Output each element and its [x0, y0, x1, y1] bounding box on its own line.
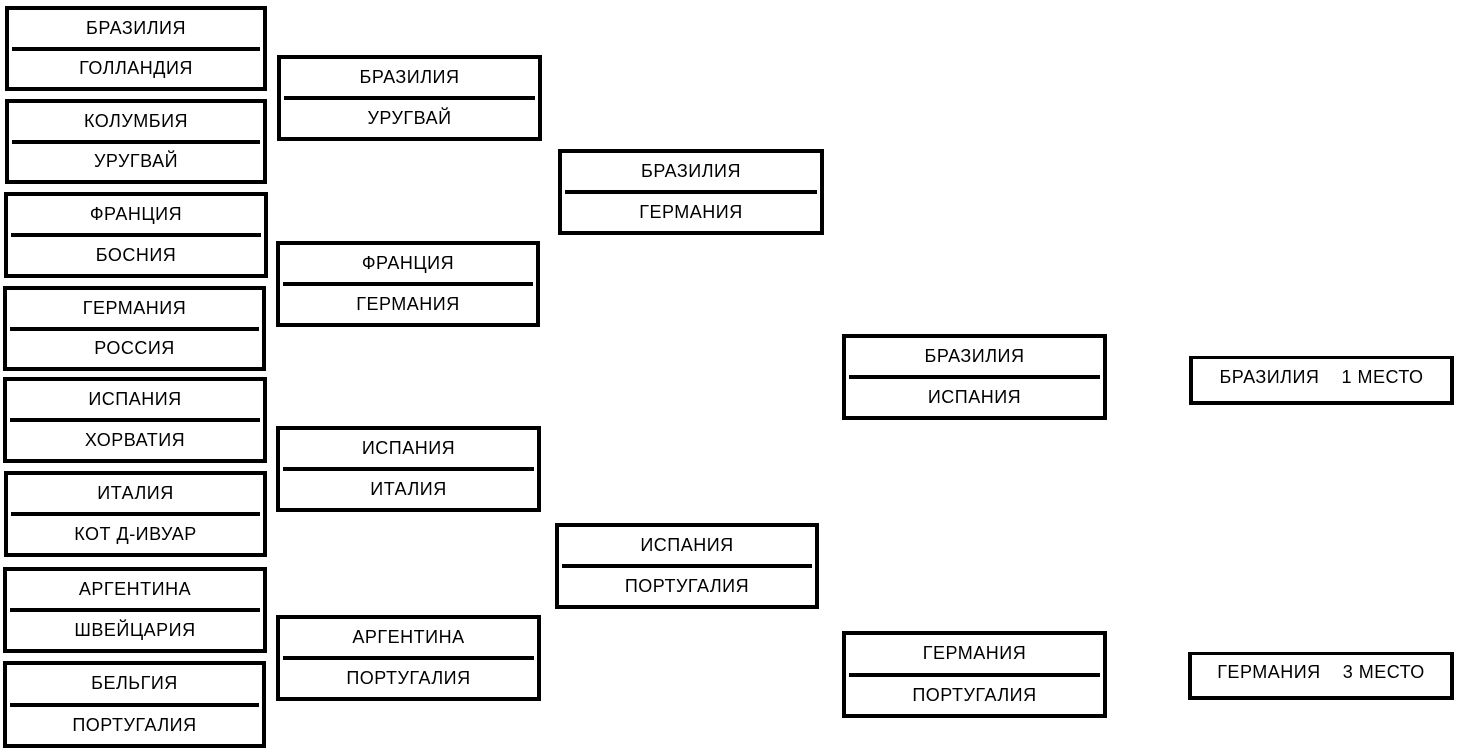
first-place-result: БРАЗИЛИЯ 1 МЕСТО: [1189, 356, 1454, 405]
team-1: КОЛУМБИЯ: [83, 110, 189, 131]
team-2: УРУГВАЙ: [367, 108, 452, 128]
divider: [10, 608, 260, 612]
team-1: БРАЗИЛИЯ: [641, 161, 741, 181]
team-2: КОТ Д-ИВУАР: [74, 524, 197, 544]
quarter-final-match-4: АРГЕНТИНА ПОРТУГАЛИЯ: [276, 615, 541, 701]
divider: [283, 467, 534, 471]
team-2: УРУГВАЙ: [93, 151, 179, 172]
team-1: ФРАНЦИЯ: [361, 253, 455, 273]
team-2: БОСНИЯ: [95, 245, 177, 265]
first-place-label: 1 МЕСТО: [1341, 366, 1424, 387]
third-place-label: 3 МЕСТО: [1342, 662, 1425, 682]
divider: [849, 375, 1100, 379]
divider: [565, 190, 817, 194]
team-2: ПОРТУГАЛИЯ: [912, 684, 1037, 705]
team-2: ИСПАНИЯ: [927, 387, 1022, 407]
semi-final-match-1: БРАЗИЛИЯ ГЕРМАНИЯ: [558, 149, 824, 235]
semi-final-match-2: ИСПАНИЯ ПОРТУГАЛИЯ: [555, 523, 819, 609]
round-of-16-match-6: ИТАЛИЯ КОТ Д-ИВУАР: [4, 471, 267, 557]
team-1: ИСПАНИЯ: [640, 535, 734, 555]
team-1: ГЕРМАНИЯ: [922, 643, 1027, 664]
team-2: ГОЛЛАНДИЯ: [79, 58, 193, 79]
divider: [10, 326, 259, 331]
round-of-16-match-4: ГЕРМАНИЯ РОССИЯ: [3, 286, 266, 371]
divider: [849, 672, 1100, 677]
quarter-final-match-1: БРАЗИЛИЯ УРУГВАЙ: [277, 55, 542, 141]
round-of-16-match-1: БРАЗИЛИЯ ГОЛЛАНДИЯ: [5, 6, 267, 91]
team-2: ГЕРМАНИЯ: [356, 294, 460, 314]
team-2: ШВЕЙЦАРИЯ: [74, 620, 196, 640]
quarter-final-match-2: ФРАНЦИЯ ГЕРМАНИЯ: [276, 241, 540, 327]
first-place-team: БРАЗИЛИЯ: [1219, 366, 1320, 387]
team-1: АРГЕНТИНА: [352, 627, 465, 647]
team-1: БРАЗИЛИЯ: [924, 346, 1025, 366]
third-place-result: ГЕРМАНИЯ 3 МЕСТО: [1188, 652, 1454, 700]
team-1: ФРАНЦИЯ: [89, 204, 183, 224]
team-2: ГЕРМАНИЯ: [639, 202, 743, 222]
divider: [12, 46, 260, 51]
round-of-16-match-8: БЕЛЬГИЯ ПОРТУГАЛИЯ: [3, 661, 266, 748]
team-2: ПОРТУГАЛИЯ: [72, 714, 197, 735]
round-of-16-match-7: АРГЕНТИНА ШВЕЙЦАРИЯ: [3, 567, 267, 653]
round-of-16-match-2: КОЛУМБИЯ УРУГВАЙ: [5, 99, 267, 184]
divider: [10, 702, 259, 707]
team-1: БРАЗИЛИЯ: [86, 17, 186, 38]
divider: [11, 233, 261, 237]
team-2: ХОРВАТИЯ: [84, 430, 186, 450]
team-1: ИТАЛИЯ: [97, 483, 174, 503]
team-1: ГЕРМАНИЯ: [82, 297, 187, 318]
divider: [10, 418, 260, 422]
team-1: АРГЕНТИНА: [78, 579, 192, 599]
divider: [12, 139, 260, 144]
divider: [283, 282, 533, 286]
divider: [284, 96, 535, 100]
team-2: ИТАЛИЯ: [370, 479, 447, 499]
team-1: БЕЛЬГИЯ: [91, 673, 178, 694]
round-of-16-match-5: ИСПАНИЯ ХОРВАТИЯ: [3, 377, 267, 463]
team-2: ПОРТУГАЛИЯ: [346, 668, 471, 688]
round-of-16-match-3: ФРАНЦИЯ БОСНИЯ: [4, 192, 268, 278]
third-place-team: ГЕРМАНИЯ: [1217, 662, 1321, 682]
team-2: РОССИЯ: [94, 338, 175, 359]
divider: [283, 656, 534, 660]
team-1: БРАЗИЛИЯ: [359, 67, 460, 87]
quarter-final-match-3: ИСПАНИЯ ИТАЛИЯ: [276, 426, 541, 512]
team-2: ПОРТУГАЛИЯ: [624, 576, 750, 596]
final-match: БРАЗИЛИЯ ИСПАНИЯ: [842, 334, 1107, 420]
third-place-match: ГЕРМАНИЯ ПОРТУГАЛИЯ: [842, 631, 1107, 718]
divider: [11, 512, 260, 516]
divider: [562, 564, 812, 568]
team-1: ИСПАНИЯ: [88, 389, 182, 409]
team-1: ИСПАНИЯ: [361, 438, 456, 458]
